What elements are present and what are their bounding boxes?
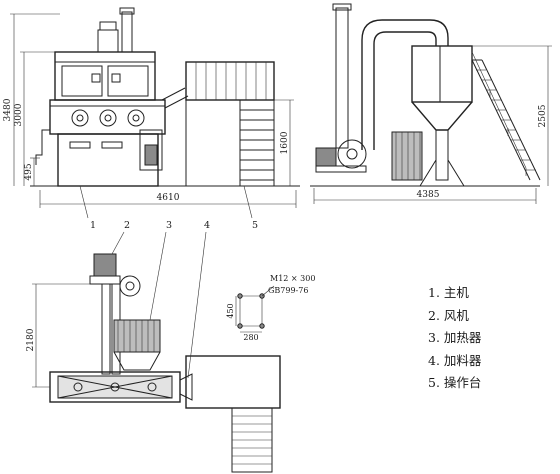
- callout-2: 2: [124, 220, 130, 231]
- dim-bolt-horizontal: 280: [243, 333, 258, 342]
- plan-view: 2180 2 3 4: [26, 220, 281, 473]
- dim-front-base-height: 495: [24, 163, 34, 180]
- dim-platform-height: 1600: [280, 131, 290, 154]
- legend: 1. 主机 2. 风机 3. 加热器 4. 加料器 5. 操作台: [428, 282, 548, 395]
- dim-front-body-height: 3000: [14, 103, 24, 126]
- callout-5: 5: [252, 220, 258, 231]
- bolt-spec-standard: GB799-76: [268, 286, 308, 295]
- dim-side-hopper-height: 2505: [538, 104, 548, 127]
- legend-item: 5. 操作台: [428, 375, 482, 390]
- callout-3: 3: [166, 220, 172, 231]
- dim-front-total-width: 4610: [157, 193, 180, 203]
- callout-4: 4: [204, 220, 210, 231]
- dim-side-total-width: 4385: [417, 190, 440, 200]
- front-view: 3480 3000 495 1600 4610 1 5: [3, 7, 300, 231]
- legend-item: 3. 加热器: [428, 330, 482, 345]
- bolt-spec-size: M12 × 300: [270, 274, 315, 283]
- callout-1: 1: [90, 220, 96, 231]
- legend-item: 2. 风机: [428, 307, 469, 323]
- side-view: 2505 4385: [310, 3, 552, 204]
- legend-item: 4. 加料器: [428, 352, 482, 368]
- bolt-detail: M12 × 300 GB799-76 450 280: [226, 274, 315, 342]
- dim-bolt-vertical: 450: [226, 303, 235, 318]
- dim-plan-offset: 2180: [26, 328, 36, 351]
- dim-front-total-height: 3480: [3, 98, 13, 121]
- legend-item: 1. 主机: [428, 285, 469, 300]
